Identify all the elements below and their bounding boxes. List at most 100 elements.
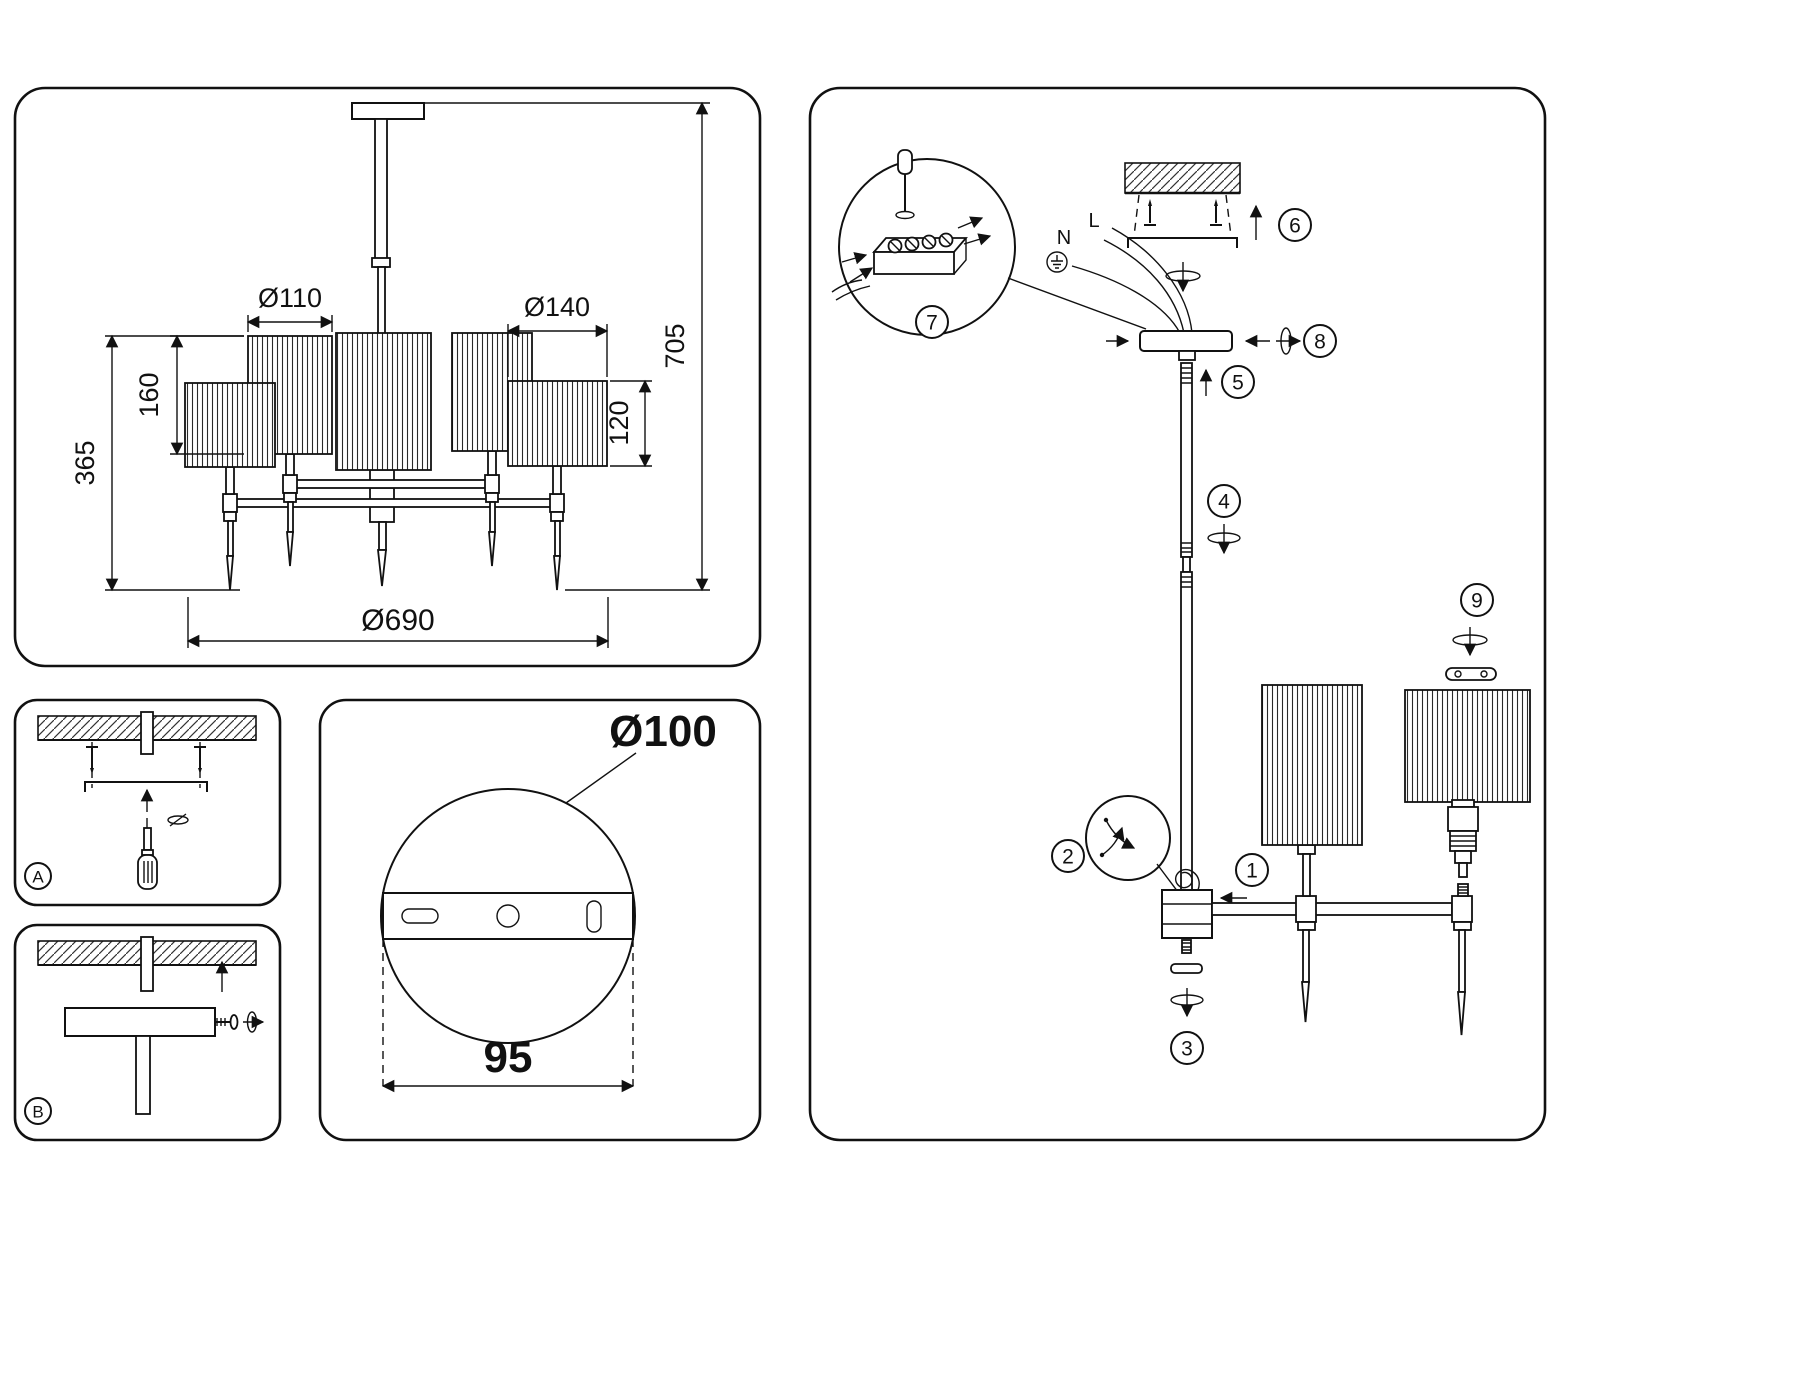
svg-text:3: 3 bbox=[1181, 1038, 1193, 1061]
side-screw-icon bbox=[214, 1014, 239, 1030]
terminal-block-icon bbox=[872, 232, 968, 275]
ground-symbol-icon bbox=[1046, 251, 1068, 273]
svg-text:8: 8 bbox=[1314, 331, 1326, 354]
panel-assembly-steps: 6 L N bbox=[808, 86, 1547, 1142]
canopy-plate bbox=[64, 1007, 216, 1037]
rotate-icon bbox=[1170, 988, 1204, 1018]
dim-label-140: Ø140 bbox=[524, 292, 590, 322]
dim-shade-140: Ø140 bbox=[506, 292, 609, 377]
wire-label-neutral: N bbox=[1057, 227, 1071, 249]
dim-shade-height-120: 120 bbox=[604, 379, 652, 468]
panel-overall-dimensions: Ø110 Ø140 160 120 365 705 bbox=[13, 86, 762, 668]
lower-rod bbox=[1180, 571, 1193, 891]
dim-label-365: 365 bbox=[70, 440, 100, 485]
dim-label-100: Ø100 bbox=[609, 707, 717, 756]
svg-text:B: B bbox=[32, 1103, 43, 1122]
shade-ring-group: 9 bbox=[1445, 583, 1497, 681]
svg-text:7: 7 bbox=[926, 312, 938, 335]
plate-slot-left bbox=[401, 908, 439, 924]
supply-wires: L N bbox=[1046, 210, 1193, 334]
candle-drop bbox=[1297, 921, 1316, 1023]
lampshade-front-right bbox=[507, 380, 608, 467]
dim-label-110: Ø110 bbox=[258, 283, 322, 313]
rotate-icon bbox=[243, 1011, 265, 1033]
plate-circle bbox=[380, 788, 636, 1044]
chandelier-stem bbox=[351, 102, 425, 338]
wire-label-live: L bbox=[1088, 210, 1099, 232]
svg-text:9: 9 bbox=[1471, 590, 1483, 613]
dim-label-690: Ø690 bbox=[361, 604, 434, 637]
svg-text:6: 6 bbox=[1289, 215, 1301, 238]
dim-label-705: 705 bbox=[660, 323, 690, 368]
dim-label-120: 120 bbox=[604, 400, 634, 445]
panel-mounting-canopy-b: B bbox=[13, 923, 282, 1142]
svg-text:A: A bbox=[32, 868, 44, 887]
chandelier-arms bbox=[222, 450, 565, 591]
ceiling-canopy: 8 bbox=[1106, 324, 1337, 361]
step-9-badge: 9 bbox=[1460, 583, 1494, 617]
rotate-icon bbox=[1207, 524, 1241, 555]
svg-text:5: 5 bbox=[1232, 372, 1244, 395]
dim-label-95: 95 bbox=[484, 1033, 533, 1082]
svg-text:4: 4 bbox=[1218, 491, 1230, 514]
center-hub bbox=[1161, 868, 1213, 939]
dim-shade-height-160: 160 bbox=[134, 334, 244, 456]
step-6-badge: 6 bbox=[1278, 208, 1312, 242]
plate-slot-right bbox=[586, 900, 602, 933]
rotate-icon bbox=[1276, 327, 1302, 355]
screwdriver-icon bbox=[895, 149, 915, 220]
step-4-badge: 4 bbox=[1207, 484, 1241, 518]
shade-ring-icon bbox=[1445, 667, 1497, 681]
candle-drop-center bbox=[376, 521, 388, 587]
candle-drop bbox=[1453, 921, 1472, 1036]
ceiling-hatch bbox=[1124, 162, 1241, 194]
step-1-badge: 1 bbox=[1235, 853, 1269, 887]
plate-center-hole bbox=[496, 904, 520, 928]
svg-text:1: 1 bbox=[1246, 860, 1258, 883]
hub-fasteners bbox=[1170, 939, 1204, 1018]
candle-drop bbox=[283, 492, 297, 567]
svg-text:2: 2 bbox=[1062, 846, 1074, 869]
down-rod bbox=[135, 1035, 151, 1115]
badge-b: B bbox=[24, 1097, 52, 1125]
candle-drop bbox=[550, 511, 564, 591]
step-5-badge: 5 bbox=[1221, 365, 1255, 399]
candle-drop bbox=[485, 492, 499, 567]
lamp-socket bbox=[1447, 799, 1479, 878]
dim-hole-spacing-95: 95 bbox=[381, 1033, 635, 1093]
rotate-icon bbox=[1165, 262, 1201, 293]
panel-mounting-bracket-a: A bbox=[13, 698, 282, 907]
mounting-screw-icon bbox=[194, 746, 206, 774]
badge-a: A bbox=[24, 862, 52, 890]
dim-label-160: 160 bbox=[134, 372, 164, 417]
lampshade-attached bbox=[1261, 684, 1363, 846]
step-8-badge: 8 bbox=[1303, 324, 1337, 358]
mounting-screw-icon bbox=[86, 746, 98, 774]
wire-pigtail bbox=[1174, 868, 1200, 891]
washer-icon bbox=[167, 813, 189, 827]
upper-rod bbox=[1180, 362, 1193, 573]
mounting-screw-icon bbox=[1144, 199, 1156, 226]
mounting-bracket bbox=[84, 781, 208, 792]
dim-shade-110: Ø110 bbox=[246, 283, 334, 332]
step-7-badge: 7 bbox=[915, 305, 949, 339]
terminal-detail-balloon: 7 bbox=[831, 149, 1147, 339]
dim-plate-diameter-100: Ø100 bbox=[565, 707, 717, 804]
dim-total-height-705: 705 bbox=[424, 101, 710, 592]
fixture-arm bbox=[1211, 844, 1473, 1036]
hanger-stud bbox=[140, 711, 154, 755]
lampshade-exploded bbox=[1404, 689, 1531, 803]
panel-ceiling-plate: 95 Ø100 bbox=[318, 698, 762, 1142]
rotate-icon bbox=[1452, 627, 1488, 657]
mounting-bracket bbox=[1127, 237, 1238, 248]
screwdriver-icon bbox=[137, 818, 158, 890]
wire-ends bbox=[831, 279, 871, 301]
step-2-badge: 2 bbox=[1051, 839, 1085, 873]
lampshade-front-left bbox=[184, 382, 276, 468]
mounting-screw-icon bbox=[1210, 199, 1222, 226]
wire-twist-balloon: 2 bbox=[1051, 795, 1179, 893]
hanger-stud bbox=[140, 936, 154, 992]
candle-drop bbox=[223, 511, 237, 591]
